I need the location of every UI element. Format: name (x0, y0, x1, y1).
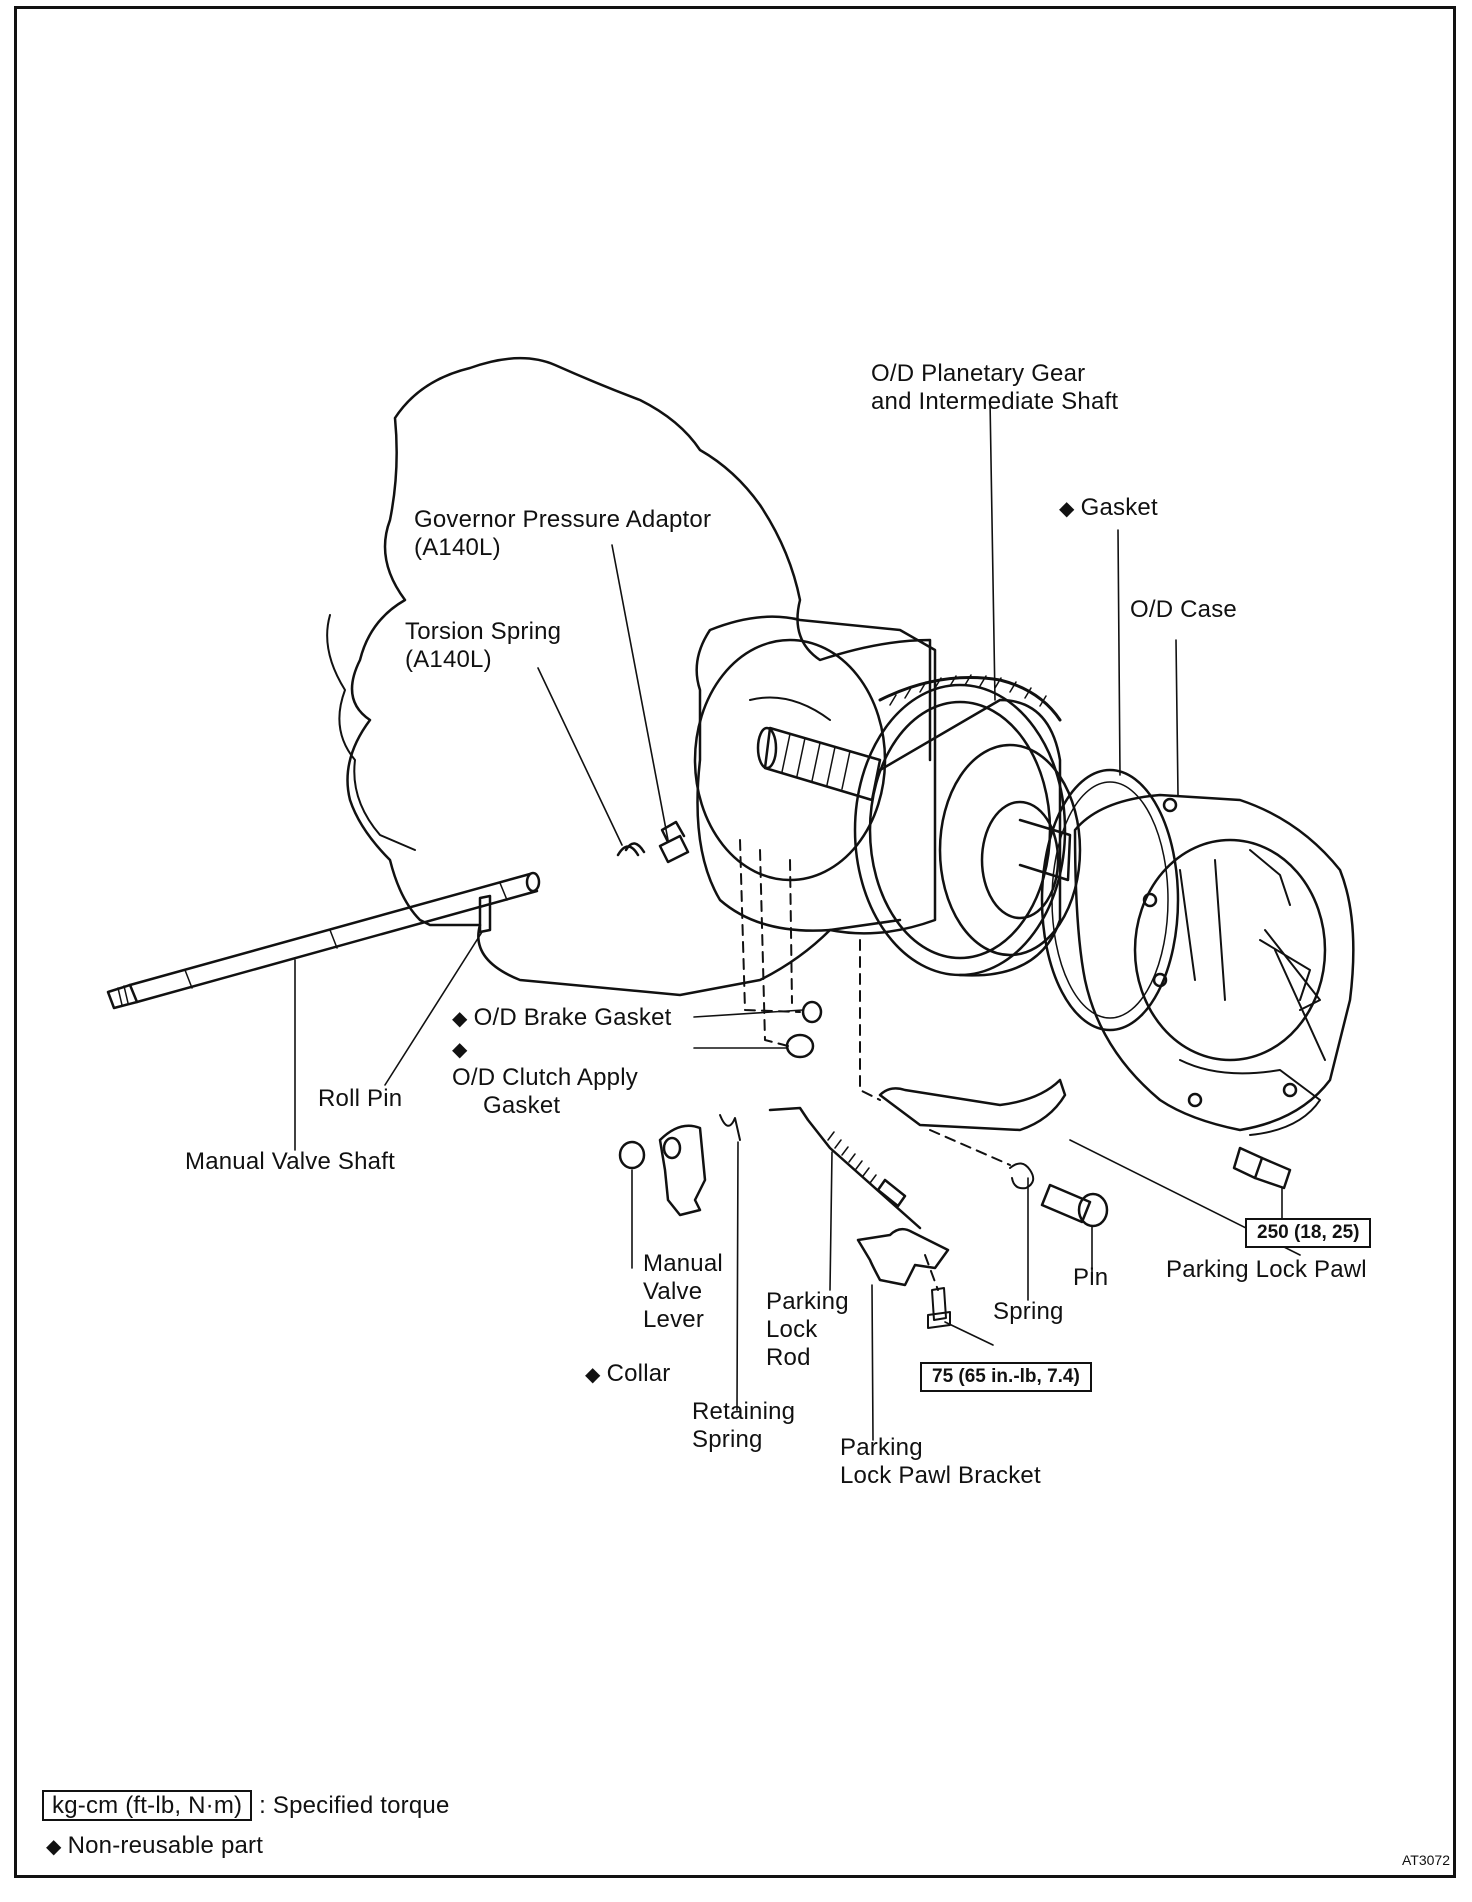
legend-nonreusable: ◆Non-reusable part (46, 1832, 264, 1859)
retaining-spring (719, 1114, 741, 1141)
figure-id: AT3072 (1402, 1852, 1450, 1868)
od-case (1073, 793, 1355, 1136)
label-od-brake-gasket: ◆O/D Brake Gasket (452, 1004, 672, 1031)
label-torsion-spring: Torsion Spring(A140L) (405, 618, 562, 673)
od-clutch-apply-gasket-part (785, 1033, 815, 1059)
spring-part (1009, 1162, 1035, 1190)
parking-lock-pawl-bracket (856, 1227, 950, 1287)
roll-pin (478, 894, 492, 934)
label-governor-pressure-adaptor: Governor Pressure Adaptor(A140L) (414, 506, 712, 561)
label-spring: Spring (993, 1298, 1064, 1325)
parking-lock-rod (768, 1106, 922, 1230)
parking-lock-pawl (878, 1078, 1067, 1132)
nonreusable-diamond-icon: ◆ (452, 1008, 468, 1030)
label-collar: ◆Collar (585, 1360, 671, 1387)
label-roll-pin: Roll Pin (318, 1085, 403, 1112)
od-brake-gasket-part (801, 1000, 823, 1024)
label-od-case: O/D Case (1130, 596, 1237, 623)
nonreusable-diamond-icon: ◆ (1059, 498, 1075, 520)
nonreusable-diamond-icon: ◆ (452, 1039, 468, 1061)
label-manual-valve-shaft: Manual Valve Shaft (185, 1148, 395, 1175)
torsion-spring (616, 842, 646, 857)
torque-case-bolt: 250 (18, 25) (1245, 1218, 1372, 1248)
torque-bracket-bolt: 75 (65 in.-lb, 7.4) (920, 1362, 1092, 1392)
legend-torque-unit: kg-cm (ft-lb, N·m) (42, 1790, 253, 1821)
pin-part (1040, 1183, 1109, 1228)
od-planetary-gear (853, 674, 1082, 977)
manual-valve-shaft (106, 871, 541, 1010)
diagram-frame (14, 6, 1456, 1878)
label-parking-lock-pawl: Parking Lock Pawl (1166, 1256, 1367, 1283)
transmission-housing (346, 357, 932, 997)
legend-torque-text: : Specified torque (259, 1792, 450, 1819)
manual-valve-lever (658, 1124, 707, 1217)
collar (618, 1140, 646, 1170)
intermediate-shaft (763, 726, 882, 802)
nonreusable-diamond-icon: ◆ (585, 1364, 601, 1386)
governor-adaptor (658, 820, 690, 864)
nonreusable-diamond-icon: ◆ (46, 1836, 62, 1858)
case-bolt (1232, 1146, 1292, 1190)
label-pin: Pin (1073, 1264, 1109, 1291)
gasket-ring (1040, 768, 1180, 1032)
label-gasket: ◆Gasket (1059, 494, 1158, 521)
legend-torque: kg-cm (ft-lb, N·m) : Specified torque (42, 1790, 450, 1821)
case-flange (695, 615, 937, 935)
label-od-clutch-apply-gasket: ◆O/D Clutch Apply Gasket (452, 1036, 638, 1120)
